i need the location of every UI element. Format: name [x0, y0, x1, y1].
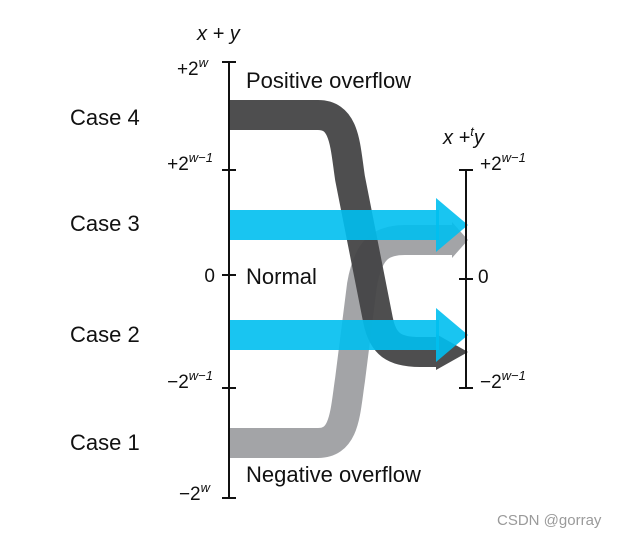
right-tick-label: −2w−1	[480, 368, 526, 393]
right-axis: x +ty +2w−1 0 −2w−1	[442, 124, 526, 393]
case2-band	[229, 320, 439, 350]
case-label: Case 3	[70, 211, 140, 236]
right-tick-label: 0	[478, 267, 489, 288]
normal-label: Normal	[246, 264, 317, 289]
left-tick-label: +2w	[177, 55, 210, 80]
case2-arrowhead	[436, 308, 468, 362]
case-label: Case 1	[70, 430, 140, 455]
watermark: CSDN @gorray	[497, 512, 602, 529]
right-tick-label: +2w−1	[480, 150, 526, 175]
negative-overflow-label: Negative overflow	[246, 462, 421, 487]
left-tick-label: 0	[204, 266, 215, 287]
left-axis: x + y +2w +2w−1 0 −2w−1 −2w	[167, 23, 241, 505]
region-labels: Positive overflow Normal Negative overfl…	[246, 68, 421, 487]
case4-band	[229, 100, 436, 367]
case-labels: Case 4 Case 3 Case 2 Case 1	[70, 105, 140, 455]
left-tick-label: +2w−1	[167, 150, 213, 175]
left-tick-label: −2w	[179, 480, 212, 505]
positive-overflow-label: Positive overflow	[246, 68, 411, 93]
case-label: Case 4	[70, 105, 140, 130]
left-axis-title: x + y	[196, 23, 241, 45]
right-axis-title: x +ty	[442, 124, 485, 149]
case-label: Case 2	[70, 322, 140, 347]
left-tick-label: −2w−1	[167, 368, 213, 393]
bands	[229, 100, 468, 458]
case3-arrowhead	[436, 198, 468, 252]
case1-band	[229, 225, 452, 458]
case3-band	[229, 210, 439, 240]
